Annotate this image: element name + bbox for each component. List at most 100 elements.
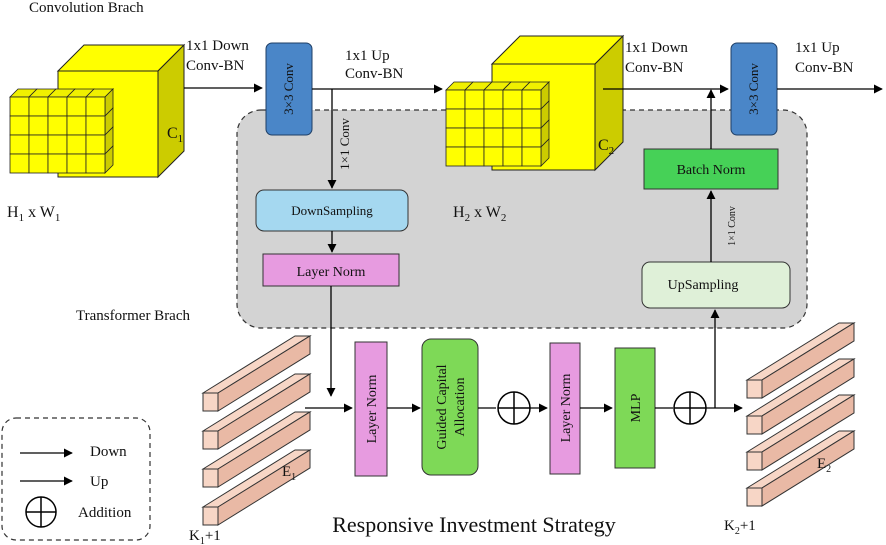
cube-cell — [483, 146, 504, 167]
k1-label: K1+1 — [189, 528, 221, 545]
token-front — [202, 392, 219, 412]
feature-cube-1 — [9, 43, 186, 179]
cube-cell — [445, 89, 466, 110]
cube-cell — [28, 153, 49, 174]
cube-cell — [445, 108, 466, 129]
cube-cell — [502, 127, 523, 148]
token-stack-right — [745, 322, 856, 507]
e1-label: E1 — [282, 464, 296, 483]
downsampling-label: DownSampling — [291, 203, 373, 218]
cube-cell — [521, 127, 542, 148]
cube-cell — [47, 115, 68, 136]
cube-cell — [9, 134, 30, 155]
cube-cell — [521, 146, 542, 167]
layer-norm-top — [262, 253, 400, 287]
token-front — [746, 379, 763, 399]
batch-norm-label: Batch Norm — [677, 163, 746, 178]
token-front — [746, 451, 763, 471]
diagram-title: Responsive Investment Strategy — [332, 512, 616, 537]
cube-cell — [47, 96, 68, 117]
layer-norm-2-label: Layer Norm — [559, 373, 574, 442]
token-front — [202, 506, 219, 526]
cube-cell — [47, 153, 68, 174]
cube-cell — [85, 134, 106, 155]
mlp-block — [614, 347, 656, 469]
conv1x1-vertical-label: 1×1 Conv — [337, 118, 352, 170]
legend-box — [1, 417, 151, 541]
up1-label-line2: Conv-BN — [345, 66, 404, 82]
cube-cell — [521, 108, 542, 129]
up2-label-line1: 1x1 Up — [795, 40, 840, 56]
cube-cell — [483, 108, 504, 129]
cube-cell — [28, 115, 49, 136]
layer-norm-2 — [549, 342, 581, 475]
batch-norm-block — [643, 148, 779, 190]
cube-cell — [464, 108, 485, 129]
cube-cell — [464, 146, 485, 167]
e2-label: E2 — [817, 456, 831, 475]
cube-cell — [9, 153, 30, 174]
up1-label-line1: 1x1 Up — [345, 48, 390, 64]
cube-cell — [66, 134, 87, 155]
cube-cell — [47, 134, 68, 155]
addition-circle-1 — [497, 391, 531, 425]
conv-branch-title: Convolution Brach — [29, 0, 144, 16]
cube-cell — [502, 146, 523, 167]
token-front — [202, 468, 219, 488]
guided-capital-allocation — [421, 338, 479, 476]
mlp-label: MLP — [629, 393, 644, 422]
cube-cell — [483, 89, 504, 110]
up2-label-line2: Conv-BN — [795, 60, 854, 76]
transformer-branch-title: Transformer Brach — [76, 308, 191, 324]
cube-cell — [66, 96, 87, 117]
hw2-label: H2 x W2 — [453, 204, 506, 224]
legend-addition-icon — [25, 496, 57, 528]
down2-label-line2: Conv-BN — [625, 60, 684, 76]
cube-cell — [66, 115, 87, 136]
k2-label: K2+1 — [724, 518, 756, 537]
cube-cell — [445, 146, 466, 167]
upsampling-label: UpSampling — [668, 278, 739, 293]
cube-cell — [28, 96, 49, 117]
cube-cell — [9, 96, 30, 117]
cube-cell — [502, 108, 523, 129]
layer-norm-top-label: Layer Norm — [297, 265, 366, 280]
cube-cell — [66, 153, 87, 174]
c2-label: C2 — [598, 137, 614, 157]
conv3x3-right-label: 3×3 Conv — [746, 63, 761, 115]
down1-label-line2: Conv-BN — [186, 58, 245, 74]
token-front — [202, 430, 219, 450]
legend-up-label: Up — [90, 474, 108, 490]
addition-circle-2 — [673, 391, 707, 425]
cube-cell — [445, 127, 466, 148]
legend: Down Up Addition — [1, 417, 151, 541]
token-stack-left — [201, 335, 312, 526]
cube-cell — [28, 134, 49, 155]
layer-norm-1 — [354, 341, 388, 477]
cube-cell — [464, 89, 485, 110]
conv3x3-left-label: 3×3 Conv — [281, 63, 296, 115]
conv1x1-small-label: 1×1 Conv — [727, 206, 738, 246]
guided-label-line2: Allocation — [453, 377, 468, 436]
cube-cell — [521, 89, 542, 110]
cube-cell — [85, 96, 106, 117]
cube-cell — [483, 127, 504, 148]
cube-cell — [85, 153, 106, 174]
hw1-label: H1 x W1 — [7, 204, 60, 224]
guided-label-line1: Guided Capital — [435, 364, 450, 449]
cube-cell — [9, 115, 30, 136]
feature-cube-2 — [445, 34, 625, 172]
down2-label-line1: 1x1 Down — [625, 40, 688, 56]
c1-label: C1 — [167, 125, 183, 145]
cube-cell — [464, 127, 485, 148]
layer-norm-1-label: Layer Norm — [365, 374, 380, 443]
cube-cell — [85, 115, 106, 136]
token-front — [746, 415, 763, 435]
token-front — [746, 487, 763, 507]
upsampling-block — [641, 261, 791, 309]
legend-down-label: Down — [90, 444, 127, 460]
down1-label-line1: 1x1 Down — [186, 38, 249, 54]
legend-addition-label: Addition — [78, 505, 132, 521]
